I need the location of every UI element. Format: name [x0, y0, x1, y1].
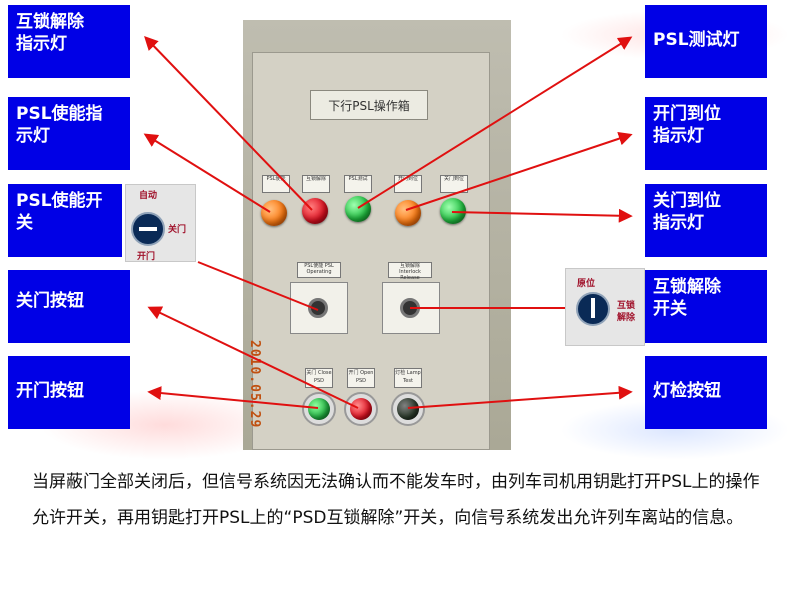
arrow-psl-test-lamp — [357, 36, 633, 209]
arrow-psl-enable-switch — [197, 261, 319, 311]
close-door-button-ring — [302, 392, 336, 426]
label-line: 关 — [16, 213, 33, 233]
psl-test-lamp — [345, 196, 371, 222]
inset-label-open: 开门 — [137, 252, 156, 262]
label-line: 指示灯 — [16, 34, 67, 54]
label-open-position-indicator: 开门到位 指示灯 — [645, 97, 767, 170]
button-label: 开门 Open PSD — [347, 368, 375, 388]
psl-enable-key-switch[interactable] — [308, 298, 328, 318]
label-psl-test-lamp: PSL测试灯 — [645, 5, 767, 78]
lamp-label: 关门到位 — [440, 175, 468, 193]
arrow-psl-enable-indicator — [143, 133, 271, 213]
dial-indicator-icon — [591, 298, 595, 318]
label-line: 开门到位 — [653, 104, 721, 124]
inset-label-home: 原位 — [577, 279, 596, 289]
arrow-close-button — [147, 306, 359, 409]
label-close-button: 关门按钮 — [8, 270, 130, 343]
label-line: 指示灯 — [653, 126, 704, 146]
switch-label: 互锁解除 Interlock Release — [388, 262, 432, 281]
arrow-open-button — [147, 386, 319, 409]
lamp-test-button[interactable] — [397, 398, 419, 420]
dial-indicator-icon — [139, 227, 157, 231]
close-door-button[interactable] — [308, 398, 330, 420]
label-line: 指示灯 — [653, 213, 704, 233]
label-interlock-switch: 互锁解除 开关 — [645, 270, 767, 343]
inset-label-interlock: 互锁 — [617, 301, 636, 311]
label-line: 关门按钮 — [16, 291, 84, 311]
label-psl-enable-indicator: PSL使能指 示灯 — [8, 97, 130, 170]
arrow-interlock-indicator — [144, 35, 313, 211]
label-line: 开门按钮 — [16, 381, 84, 401]
label-line: 开关 — [653, 299, 687, 319]
arrow-open-position-indicator — [405, 131, 633, 211]
label-line: 互锁解除 — [653, 277, 721, 297]
inset-label-release: 解除 — [617, 313, 636, 323]
label-line: PSL使能指 — [16, 104, 103, 124]
label-line: 示灯 — [16, 126, 50, 146]
label-line: 互锁解除 — [16, 12, 84, 32]
interlock-release-lamp — [302, 198, 328, 224]
label-open-button: 开门按钮 — [8, 356, 130, 429]
caption-text: 当屏蔽门全部关闭后，但信号系统因无法确认而不能发车时，由列车司机用钥匙打开PSL… — [32, 472, 760, 528]
lamp-label: 互锁解除 — [302, 175, 330, 193]
label-line: 灯检按钮 — [653, 381, 721, 401]
button-label: 灯检 Lamp Test — [394, 368, 422, 388]
label-line: PSL使能开 — [16, 191, 103, 211]
inset-label-close: 关门 — [168, 225, 187, 235]
inset-label-auto: 自动 — [139, 191, 158, 201]
arrow-closed-position-indicator — [451, 208, 633, 223]
psl-enable-lamp — [261, 200, 287, 226]
panel-title: 下行PSL操作箱 — [310, 90, 428, 120]
lamp-label: PSL测试 — [344, 175, 372, 193]
label-psl-enable-switch: PSL使能开 关 — [8, 184, 122, 257]
open-position-lamp — [395, 200, 421, 226]
label-line: 关门到位 — [653, 191, 721, 211]
arrow-lamp-test-button — [407, 385, 633, 409]
lamp-label: 开门到位 — [394, 175, 422, 193]
button-label: 关门 Close PSD — [305, 368, 333, 388]
label-lamp-test-button: 灯检按钮 — [645, 356, 767, 429]
label-line: PSL测试灯 — [653, 30, 740, 50]
open-door-button[interactable] — [350, 398, 372, 420]
switch-label: PSL使能 PSL Operating — [297, 262, 341, 278]
closed-position-lamp — [440, 198, 466, 224]
label-closed-position-indicator: 关门到位 指示灯 — [645, 184, 767, 257]
label-interlock-indicator: 互锁解除 指示灯 — [8, 5, 130, 78]
